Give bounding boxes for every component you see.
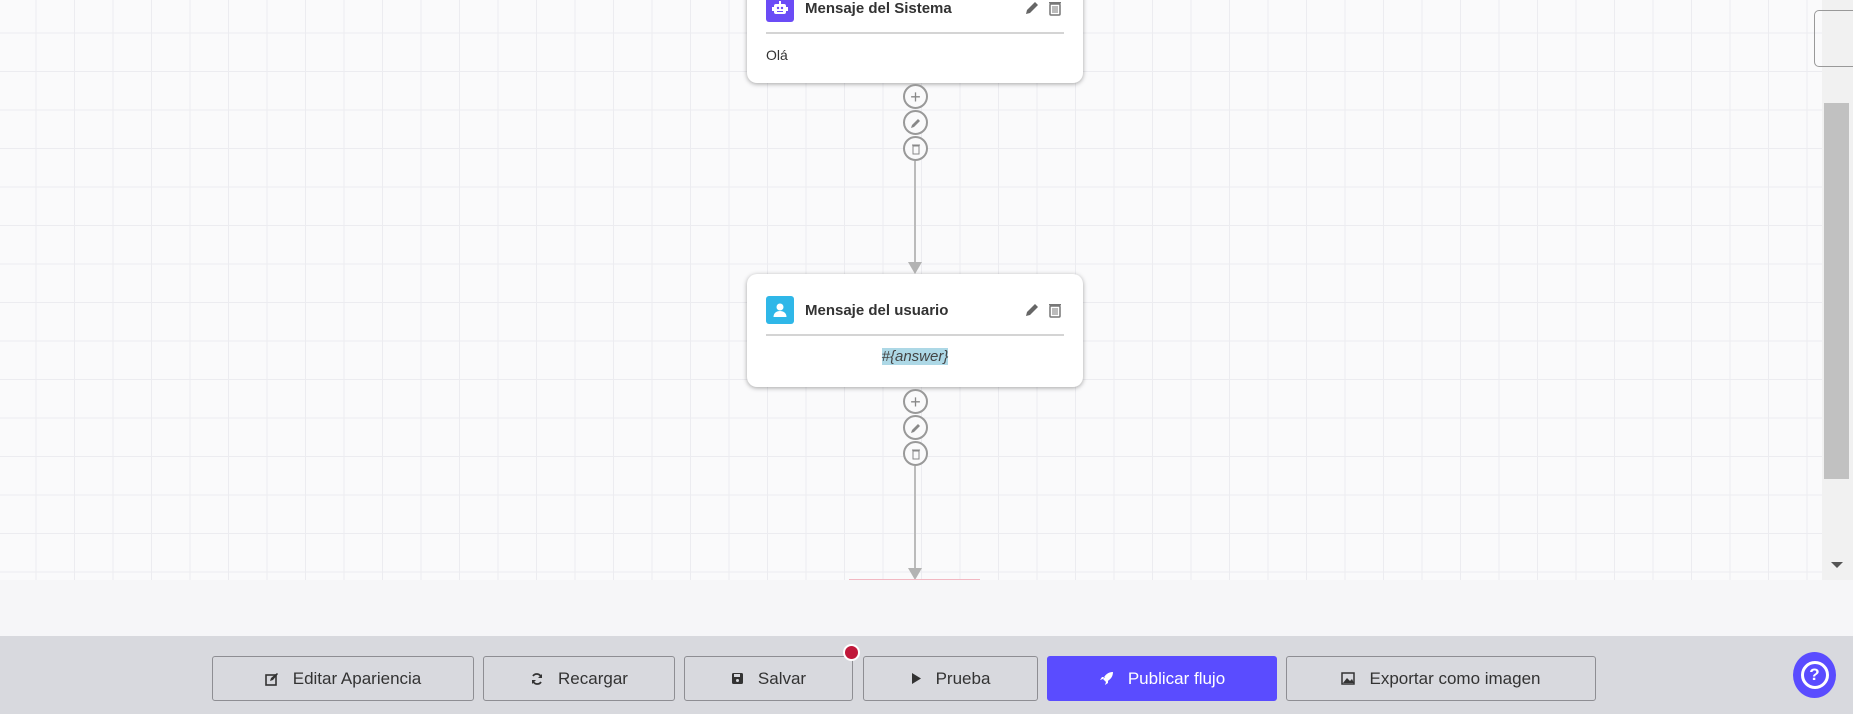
node-title: Mensaje del usuario — [805, 301, 949, 319]
pencil-icon — [910, 118, 920, 128]
edit-appearance-button[interactable]: Editar Apariencia — [212, 656, 474, 701]
plus-icon: + — [910, 86, 921, 107]
robot-icon — [766, 0, 794, 22]
button-label: Recargar — [558, 668, 628, 688]
publish-flow-button[interactable]: Publicar flujo — [1047, 656, 1277, 701]
connector-line — [914, 161, 916, 264]
refresh-icon — [532, 672, 543, 685]
arrow-down-icon — [908, 568, 922, 580]
bottom-toolbar: Editar Apariencia Recargar Salvar Prueba… — [0, 636, 1853, 714]
reload-button[interactable]: Recargar — [483, 656, 675, 701]
delete-connection-button[interactable] — [903, 136, 928, 161]
button-label: Exportar como imagen — [1369, 668, 1541, 688]
vertical-scrollbar[interactable] — [1822, 0, 1853, 580]
test-button[interactable]: Prueba — [863, 656, 1038, 701]
delete-connection-button[interactable] — [903, 441, 928, 466]
button-label: Prueba — [935, 668, 991, 688]
button-label: Editar Apariencia — [292, 668, 422, 688]
trash-icon[interactable] — [1046, 0, 1064, 17]
question-icon: ? — [1800, 661, 1829, 689]
connector-line — [914, 466, 916, 570]
save-icon — [731, 673, 743, 684]
edit-connection-button[interactable] — [903, 110, 928, 135]
trash-icon — [911, 449, 920, 459]
save-button[interactable]: Salvar — [684, 644, 860, 701]
node-divider — [766, 334, 1064, 336]
minimap[interactable] — [1814, 10, 1853, 67]
variable-answer: #{answer} — [881, 348, 949, 365]
pencil-icon[interactable] — [1023, 301, 1041, 319]
node-title: Mensaje del Sistema — [805, 0, 952, 17]
flow-canvas[interactable]: Mensaje del Sistema Olá + Mensaje del us… — [0, 0, 1822, 580]
system-message-node[interactable]: Mensaje del Sistema Olá — [747, 0, 1083, 83]
scrollbar-thumb[interactable] — [1824, 103, 1849, 479]
button-label: Salvar — [757, 668, 807, 688]
trash-icon[interactable] — [1046, 301, 1064, 319]
edit-connection-button[interactable] — [903, 415, 928, 440]
next-node-edge — [849, 579, 980, 580]
pencil-icon[interactable] — [1023, 0, 1041, 17]
play-icon — [911, 673, 921, 684]
user-icon — [766, 296, 794, 324]
unsaved-changes-dot — [843, 644, 860, 661]
help-button[interactable]: ? — [1793, 652, 1836, 698]
plus-icon: + — [910, 391, 921, 412]
rocket-icon — [1099, 672, 1113, 685]
export-image-button[interactable]: Exportar como imagen — [1286, 656, 1596, 701]
edit-icon — [264, 672, 278, 686]
add-node-button[interactable]: + — [903, 84, 928, 109]
user-message-node[interactable]: Mensaje del usuario #{answer} — [747, 274, 1083, 387]
arrow-down-icon — [908, 262, 922, 274]
image-icon — [1341, 672, 1356, 685]
node-body: Olá — [766, 47, 788, 63]
scroll-down-arrow-icon[interactable] — [1831, 562, 1843, 568]
pencil-icon — [910, 423, 920, 433]
button-label: Publicar flujo — [1127, 668, 1226, 688]
add-node-button[interactable]: + — [903, 389, 928, 414]
node-divider — [766, 32, 1064, 34]
trash-icon — [911, 144, 920, 154]
